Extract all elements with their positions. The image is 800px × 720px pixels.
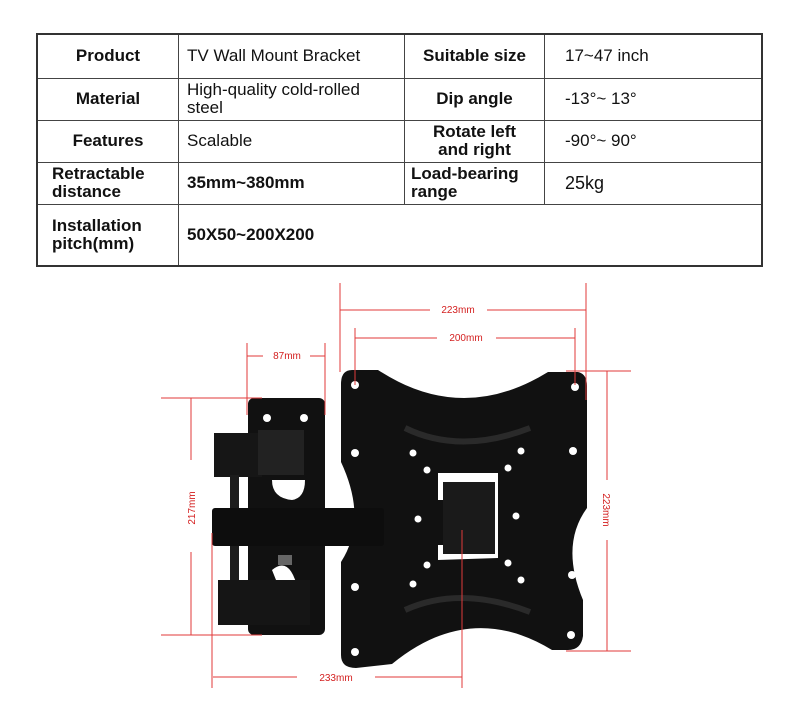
dim-extension: 233mm — [319, 673, 352, 684]
label-installation-pitch: Installation pitch(mm) — [36, 203, 179, 267]
table-row: Material High-quality cold-rolled steel … — [36, 77, 763, 121]
table-row: Product TV Wall Mount Bracket Suitable s… — [36, 33, 763, 79]
label-dip-angle: Dip angle — [404, 77, 545, 121]
value-material: High-quality cold-rolled steel — [178, 77, 405, 121]
table-row: Installation pitch(mm) 50X50~200X200 — [36, 203, 763, 267]
dim-hole-spacing: 200mm — [449, 333, 482, 344]
value-installation-pitch: 50X50~200X200 — [178, 203, 763, 267]
table-row: Features Scalable Rotate left and right … — [36, 119, 763, 163]
value-rotate: -90°~ 90° — [544, 119, 763, 163]
value-product: TV Wall Mount Bracket — [178, 33, 405, 79]
dimension-lines — [161, 283, 631, 688]
value-retractable: 35mm~380mm — [178, 161, 405, 205]
tv-plate — [341, 370, 587, 668]
dim-plate-height: 223mm — [600, 493, 611, 526]
label-load-bearing: Load-bearing range — [404, 161, 545, 205]
table-row: Retractable distance 35mm~380mm Load-bea… — [36, 161, 763, 205]
spec-table: Product TV Wall Mount Bracket Suitable s… — [36, 33, 763, 267]
swing-arm — [212, 430, 384, 625]
dim-wall-plate-height: 217mm — [187, 491, 198, 524]
dim-plate-width: 223mm — [441, 305, 474, 316]
label-suitable-size: Suitable size — [404, 33, 545, 79]
dim-wall-plate-width: 87mm — [273, 351, 301, 362]
label-features: Features — [36, 119, 179, 163]
value-features: Scalable — [178, 119, 405, 163]
label-rotate: Rotate left and right — [404, 119, 545, 163]
label-retractable: Retractable distance — [36, 161, 179, 205]
value-load-bearing: 25kg — [544, 161, 763, 205]
